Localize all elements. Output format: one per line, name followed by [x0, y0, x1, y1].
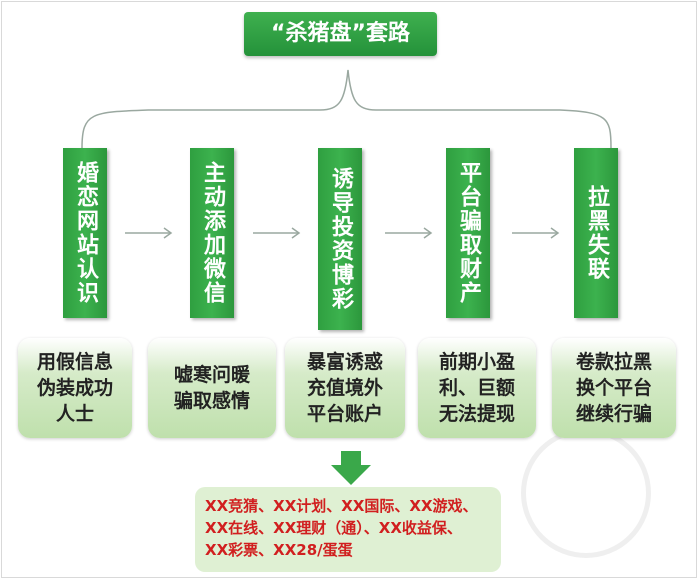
step-5-box: 拉黑失联: [574, 148, 618, 318]
step-3-box: 诱导投资博彩: [318, 148, 362, 330]
flow-arrow-1: [125, 227, 173, 239]
step-1-box: 婚恋网站认识: [63, 148, 107, 318]
flow-arrow-3: [385, 227, 433, 239]
step-3-description: 暴富诱惑 充值境外 平台账户: [285, 338, 405, 438]
diagram-title: “杀猪盘”套路: [244, 12, 437, 56]
step-5-description: 卷款拉黑 换个平台 继续行骗: [552, 338, 676, 438]
flow-arrow-2: [253, 227, 301, 239]
step-4-box: 平台骗取财产: [446, 148, 490, 318]
step-2-box: 主动添加微信: [190, 148, 234, 318]
step-1-description: 用假信息 伪装成功 人士: [18, 338, 132, 438]
title-bracket: [81, 69, 612, 149]
platform-examples: XX竞猜、XX计划、XX国际、XX游戏、 XX在线、XX理财（通）、XX收益保、…: [195, 487, 501, 572]
down-arrow-icon: [331, 451, 371, 485]
step-2-description: 嘘寒问暖 骗取感情: [148, 338, 276, 438]
step-4-description: 前期小盈 利、巨额 无法提现: [418, 338, 536, 438]
flow-arrow-4: [512, 227, 560, 239]
